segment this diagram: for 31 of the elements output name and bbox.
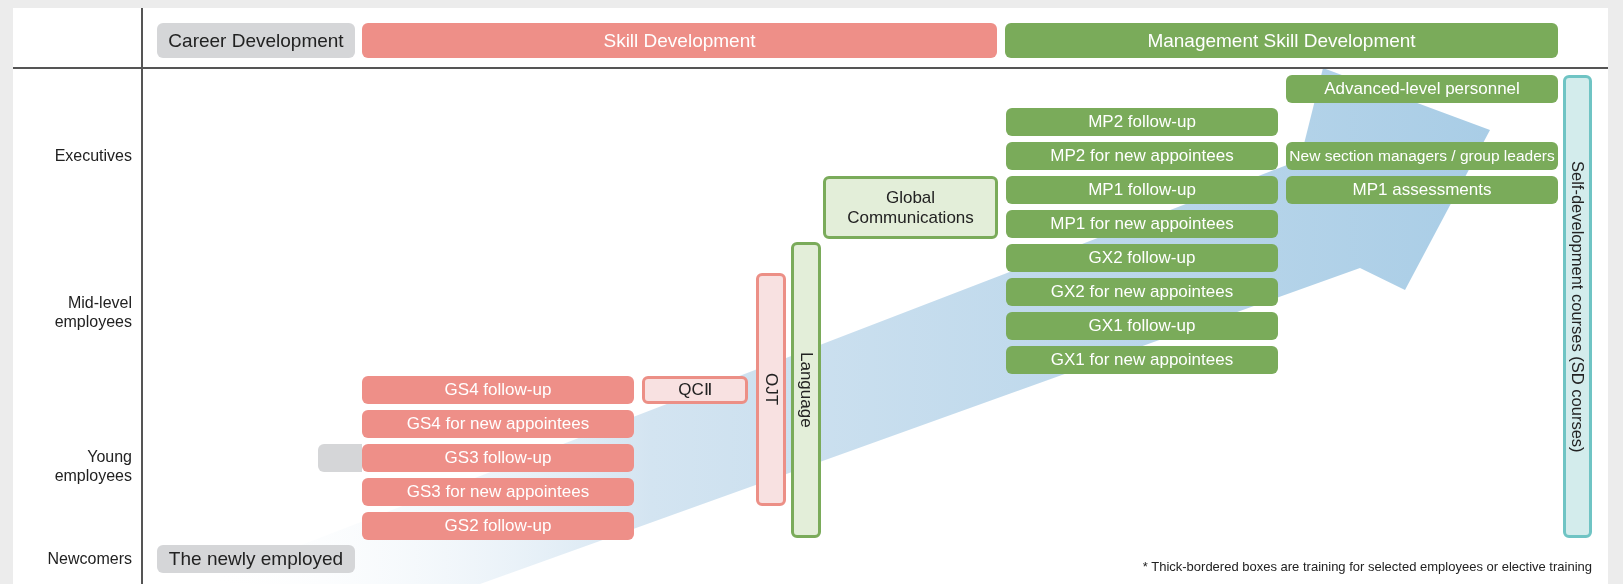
course-box: GX2 follow-up (1006, 244, 1278, 272)
course-box: GS3 follow-up (362, 444, 634, 472)
course-box: MP2 for new appointees (1006, 142, 1278, 170)
course-box: GS2 follow-up (362, 512, 634, 540)
row-label: Young employees (53, 447, 132, 486)
elective-course-box: Global Communications (823, 176, 998, 239)
course-box: MP1 follow-up (1006, 176, 1278, 204)
course-box: GS3 for new appointees (362, 478, 634, 506)
elective-course-box: Self-development courses (SD courses) (1563, 75, 1592, 538)
footnote: * Thick-bordered boxes are training for selected employees or elective training (1142, 559, 1592, 575)
course-box: MP1 for new appointees (1006, 210, 1278, 238)
course-box: GX1 for new appointees (1006, 346, 1278, 374)
row-label: Newcomers (46, 549, 132, 569)
category-header: Skill Development (362, 23, 997, 58)
elective-course-box: QCⅡ (642, 376, 748, 404)
course-box: GX2 for new appointees (1006, 278, 1278, 306)
course-box: GX1 follow-up (1006, 312, 1278, 340)
placeholder-bar (318, 444, 362, 472)
category-bar: The newly employed (157, 545, 355, 573)
course-box: MP2 follow-up (1006, 108, 1278, 136)
course-box: New section managers / group leaders (1286, 142, 1558, 170)
course-box: Advanced-level personnel (1286, 75, 1558, 103)
elective-course-box: OJT (756, 273, 786, 506)
elective-course-box: Language (791, 242, 821, 538)
category-header: Career Development (157, 23, 355, 58)
course-box: GS4 follow-up (362, 376, 634, 404)
course-box: GS4 for new appointees (362, 410, 634, 438)
course-box: MP1 assessments (1286, 176, 1558, 204)
row-label: Executives (53, 146, 132, 166)
category-header: Management Skill Development (1005, 23, 1558, 58)
row-label: Mid-level employees (53, 293, 132, 332)
